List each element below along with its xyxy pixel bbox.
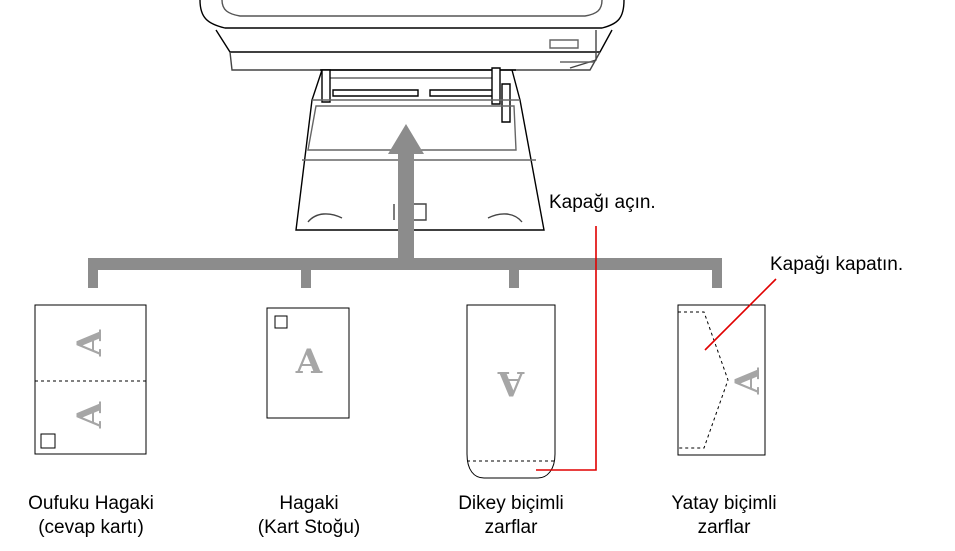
media-caption-line1: Oufuku Hagaki (28, 493, 154, 514)
horizontal-envelope: A (677, 304, 768, 456)
open-flap-callout-line (536, 226, 597, 471)
media-caption-line2: zarflar (484, 517, 538, 538)
printer-illustration (199, 0, 625, 231)
sheet-letter-glyph: A (70, 329, 110, 357)
media-caption-line1: Dikey biçimli (458, 493, 564, 514)
vertical-envelope: A (466, 304, 556, 479)
media-caption-line2: (cevap kartı) (38, 517, 144, 538)
sheet-letter-glyph: A (728, 367, 768, 395)
sheet-letter-glyph: A (295, 342, 323, 382)
media-caption-line2: (Kart Stoğu) (257, 517, 361, 538)
sheet-letter-glyph: A (70, 401, 110, 429)
media-caption-line1: Hagaki (279, 493, 339, 514)
close-flap-label: Kapağı kapatın. (770, 254, 904, 275)
oufuku-hagaki-sheet: A A (34, 304, 147, 455)
sheet-letter-glyph: A (497, 363, 525, 403)
open-flap-label: Kapağı açın. (549, 192, 656, 213)
media-caption-line2: zarflar (697, 517, 751, 538)
media-caption-line1: Yatay biçimli (671, 493, 777, 514)
close-flap-callout-line (704, 278, 777, 351)
hagaki-sheet: A (266, 307, 350, 419)
feed-direction-arrow (88, 124, 722, 288)
